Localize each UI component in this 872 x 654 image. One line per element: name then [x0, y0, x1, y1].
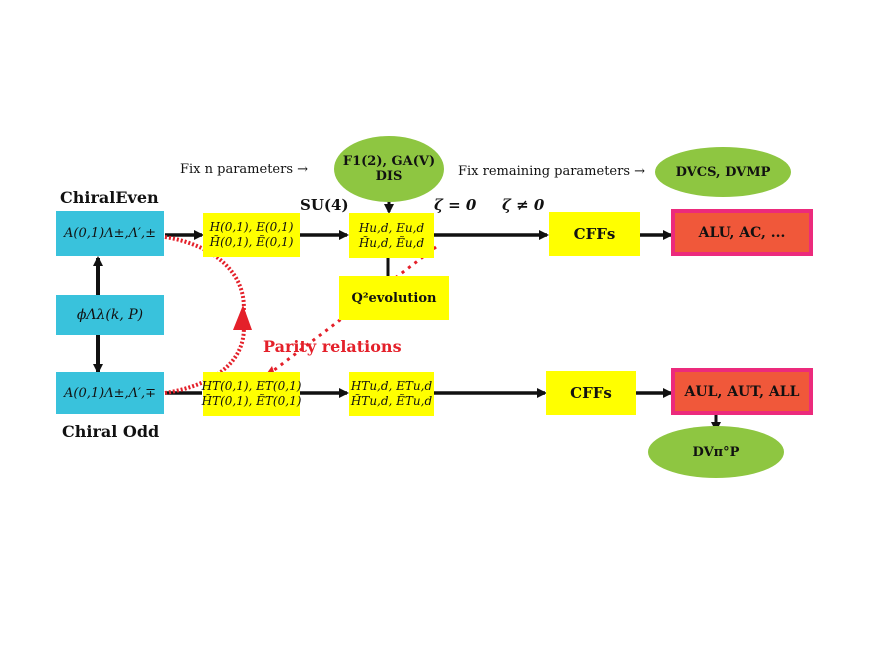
q2-evolution-box: Q²evolution [339, 276, 449, 320]
even-gpd-ud-line2: H̃u,d, Ẽu,d [358, 235, 425, 250]
even-gpd-01-box: H(0,1), E(0,1) H̃(0,1), Ẽ(0,1) [203, 213, 300, 257]
parity-arrowhead [233, 305, 252, 330]
odd-gpd-ud-line2: H̃Tu,d, ẼTu,d [350, 394, 433, 408]
dvpi0p-ellipse: DVπ°P [648, 426, 784, 478]
cffs-odd-box: CFFs [546, 371, 636, 415]
asymmetries-even-box: ALU, AC, ... [671, 209, 813, 256]
dvcs-dvmp-label: DVCS, DVMP [675, 164, 771, 180]
odd-gpd-ud-line1: HTu,d, ETu,d [350, 379, 433, 393]
asymmetries-odd-box: AUL, AUT, ALL [671, 368, 813, 415]
cffs-even-label: CFFs [573, 225, 616, 243]
cffs-odd-label: CFFs [570, 384, 612, 402]
odd-gpd-01-box: HT(0,1), ET(0,1) H̃T(0,1), ẼT(0,1) [201, 372, 302, 416]
zeta-zero-label: ζ = 0 [434, 196, 477, 214]
dis-ellipse: F1(2), GA(V) DIS [334, 136, 444, 202]
chiral-odd-title: Chiral Odd [62, 422, 160, 441]
wavefunction-label: ϕΛλ(k, P) [76, 306, 144, 323]
even-gpd-01-line1: H(0,1), E(0,1) [209, 220, 294, 234]
even-gpd-ud-box: Hu,d, Eu,d H̃u,d, Ẽu,d [349, 213, 434, 258]
odd-gpd-01-line1: HT(0,1), ET(0,1) [201, 379, 302, 393]
parity-arc-top [164, 235, 246, 319]
asymmetries-odd-label: AUL, AUT, ALL [684, 383, 800, 400]
parity-arc-bottom [164, 317, 246, 395]
chiral-even-amplitude-box: A(0,1)Λ±,Λ′,± [56, 211, 164, 256]
dis-label: DIS [375, 169, 403, 184]
dvcs-dvmp-ellipse: DVCS, DVMP [655, 147, 791, 197]
even-gpd-ud-line1: Hu,d, Eu,d [358, 220, 425, 235]
cffs-even-box: CFFs [549, 212, 640, 256]
q2-evolution-label: Q²evolution [351, 290, 437, 306]
chiral-even-amplitude: A(0,1)Λ±,Λ′,± [64, 226, 156, 241]
chiral-even-title: ChiralEven [60, 188, 159, 207]
fix-n-parameters-label: Fix n parameters → [180, 162, 309, 177]
odd-gpd-01-line2: H̃T(0,1), ẼT(0,1) [201, 394, 302, 408]
even-gpd-01-line2: H̃(0,1), Ẽ(0,1) [209, 235, 294, 249]
dis-form-factors: F1(2), GA(V) [342, 154, 436, 169]
zeta-nonzero-label: ζ ≠ 0 [502, 196, 545, 214]
asymmetries-even-label: ALU, AC, ... [698, 224, 786, 241]
parity-relations-label: Parity relations [263, 337, 402, 356]
odd-gpd-ud-box: HTu,d, ETu,d H̃Tu,d, ẼTu,d [349, 372, 434, 416]
fix-remaining-parameters-label: Fix remaining parameters → [458, 164, 646, 179]
su4-label: SU(4) [300, 196, 349, 214]
dvpi0p-label: DVπ°P [692, 444, 740, 460]
wavefunction-box: ϕΛλ(k, P) [56, 295, 164, 335]
chiral-odd-amplitude: A(0,1)Λ±,Λ′,∓ [64, 385, 156, 401]
chiral-odd-amplitude-box: A(0,1)Λ±,Λ′,∓ [56, 372, 164, 414]
